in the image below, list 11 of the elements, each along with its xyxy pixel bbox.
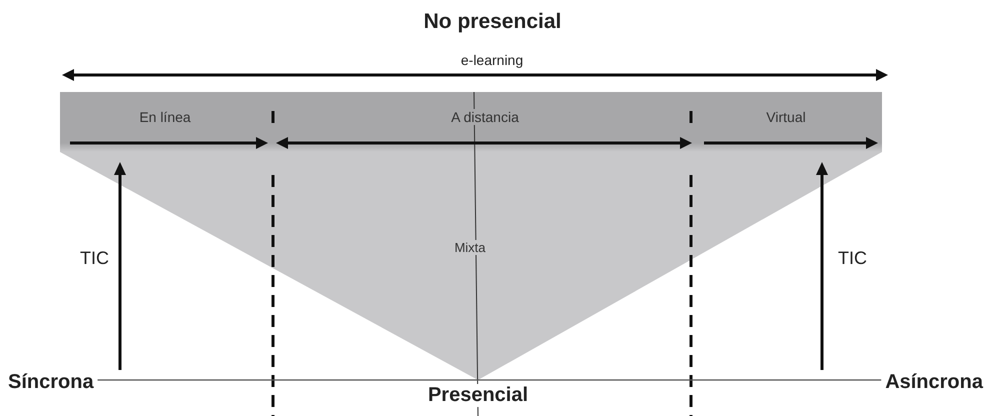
axis-line bbox=[98, 379, 882, 381]
band-label: A distancia bbox=[449, 109, 521, 125]
text-label: TIC bbox=[80, 248, 109, 269]
text-label: TIC bbox=[838, 248, 867, 269]
axis-end-label: Asíncrona bbox=[885, 371, 983, 394]
category-band bbox=[60, 92, 882, 152]
text-label: Presencial bbox=[428, 384, 528, 407]
diagram-title: No presencial bbox=[422, 10, 562, 34]
text-label: e-learning bbox=[460, 52, 524, 68]
band-label: Virtual bbox=[764, 109, 808, 125]
axis-end-label: Síncrona bbox=[8, 371, 94, 394]
